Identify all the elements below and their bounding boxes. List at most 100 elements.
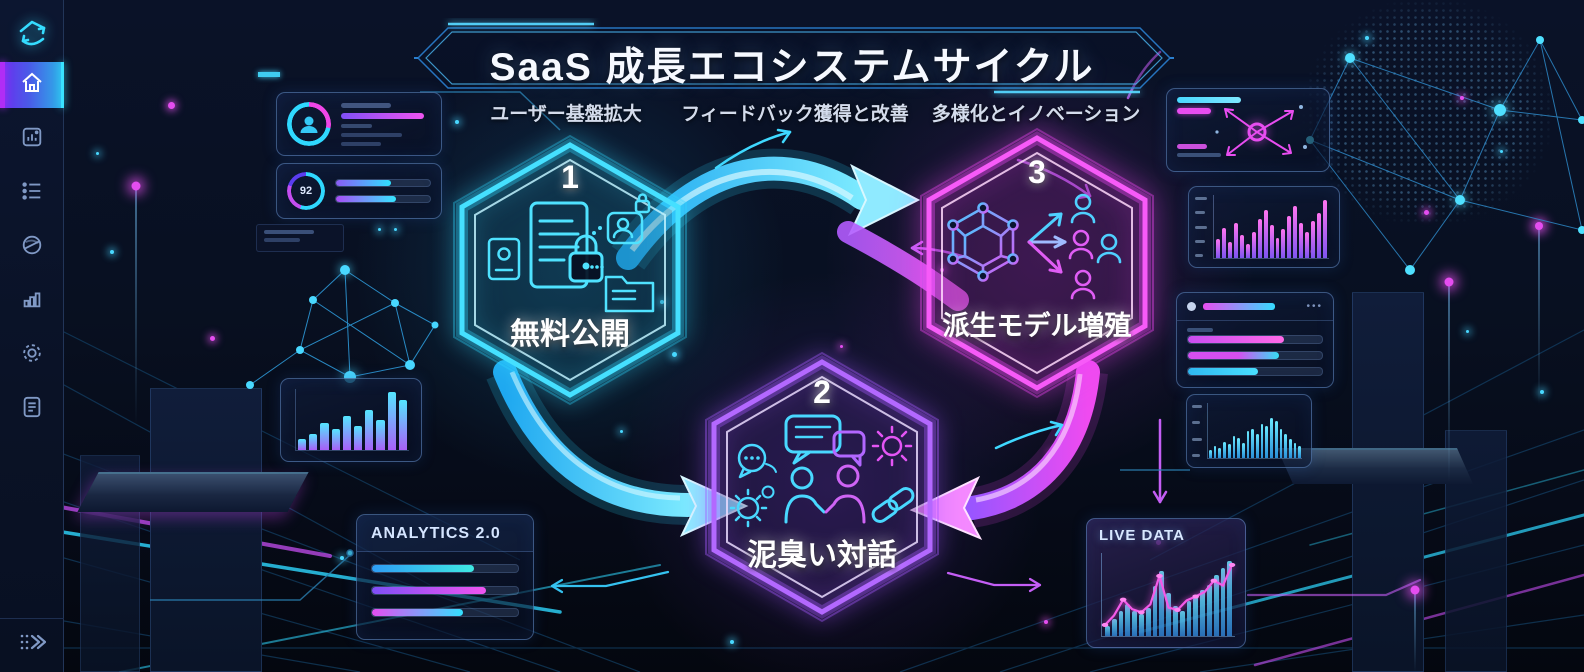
mini-strip-panel: [256, 224, 344, 252]
cycle-node-2: 2: [692, 351, 952, 623]
chart-bar: [365, 409, 374, 450]
sidebar-item-home[interactable]: [0, 62, 64, 108]
live-data-title: LIVE DATA: [1099, 527, 1185, 544]
chart-bar: [1220, 567, 1226, 636]
chart-bar: [1269, 225, 1274, 258]
chart-bar: [1200, 590, 1205, 636]
chart-bar: [1284, 433, 1287, 458]
list-rows: [1177, 321, 1333, 383]
user-icon: [1068, 193, 1122, 300]
sidebar-item-dashboard[interactable]: [0, 116, 64, 162]
chart-bar: [1239, 235, 1244, 258]
gauge-progress-card: 92: [276, 163, 442, 219]
chart-bar: [1145, 607, 1151, 636]
chart-bar: [1298, 445, 1302, 458]
live-data-panel: LIVE DATA: [1086, 518, 1246, 648]
user-frame-lock-icon: [606, 193, 651, 245]
chart-bar: [1257, 218, 1262, 258]
gauge-value: 92: [299, 185, 313, 197]
chart-bar: [1260, 423, 1264, 458]
live-data-line: [1101, 557, 1236, 636]
cyan-bars: [1207, 403, 1302, 459]
node-label: 無料公開: [510, 318, 630, 351]
bar-chart-icon: [20, 287, 44, 316]
gauge-bars: [335, 179, 431, 203]
sidebar-item-documents[interactable]: [0, 386, 64, 432]
id-document-icon: [487, 237, 521, 281]
chart-bar: [354, 425, 363, 450]
hud-accent-dash: [258, 72, 280, 77]
chart-bar: [1251, 231, 1256, 258]
chart-bar: [1299, 222, 1304, 258]
avatar: [287, 102, 331, 146]
gauge: 92: [287, 172, 325, 210]
sidebar-item-list[interactable]: [0, 170, 64, 216]
progress-fill: [336, 196, 397, 202]
chart-bar: [1311, 221, 1316, 258]
sidebar-expand-button[interactable]: [0, 618, 64, 672]
list-item: [1187, 367, 1323, 376]
user-profile-card: [276, 92, 442, 156]
app-logo-icon[interactable]: [12, 14, 52, 54]
growth-bar-chart-panel: [280, 378, 422, 462]
chart-bar: [1293, 206, 1298, 258]
sidebar-item-analytics[interactable]: [0, 278, 64, 324]
progress-fill: [1188, 368, 1258, 375]
chart-bar: [320, 423, 329, 450]
cycle-node-3: 3 派生モデル増殖: [907, 127, 1167, 399]
chart-bar: [1275, 237, 1280, 258]
chart-bar: [1179, 611, 1185, 636]
right-list-panel: •••: [1176, 292, 1334, 388]
document-icon: [20, 395, 44, 424]
chart-bar: [1279, 429, 1283, 458]
chart-bar: [1159, 571, 1165, 636]
stage-caption-1: ユーザー基盤拡大: [490, 104, 642, 125]
progress-fill: [372, 565, 475, 572]
chart-bar: [1232, 436, 1236, 458]
chart-bar: [342, 415, 352, 450]
chart-bar: [1241, 442, 1245, 458]
chart-bar: [1246, 430, 1250, 458]
chart-bar: [1227, 443, 1231, 458]
chart-bar: [376, 419, 385, 450]
analytics-bars: [357, 552, 533, 629]
light-post: [131, 181, 141, 426]
gears-icon: [729, 485, 775, 528]
chart-bar: [1213, 574, 1219, 636]
page-title: SaaS 成長エコシステムサイクル: [489, 46, 1095, 89]
live-data-bars: [1102, 553, 1235, 636]
chart-bar: [1209, 450, 1212, 458]
sidebar-item-network[interactable]: [0, 224, 64, 270]
chart-bar: [387, 392, 396, 450]
y-axis-ticks: [1192, 403, 1202, 459]
cycle-node-1: 1: [440, 134, 700, 406]
handshake-people-icon: [784, 464, 866, 524]
live-data-chart: [1101, 553, 1236, 637]
node-number: 1: [561, 159, 579, 195]
document-lock-icon: [529, 201, 604, 289]
menu-dots-icon[interactable]: •••: [1306, 301, 1323, 312]
chart-bar: [1256, 433, 1259, 458]
chart-bar: [1227, 241, 1232, 258]
chart-bar: [1305, 231, 1310, 258]
cyan-bar-chart-panel: [1186, 394, 1312, 468]
chart-bar: [1227, 561, 1233, 636]
chart-bar: [1288, 439, 1292, 458]
sidebar-nav: [0, 54, 64, 432]
analytics-panel: ANALYTICS 2.0: [356, 514, 534, 640]
network-constellation-left: [246, 265, 439, 389]
chart-bar: [1132, 611, 1137, 636]
chart-bar: [1216, 239, 1220, 258]
chart-bar: [398, 399, 408, 450]
globe-icon: [20, 233, 44, 262]
chart-bar: [1111, 619, 1117, 636]
title-banner-frame: [414, 22, 1174, 94]
y-axis-ticks: [1195, 195, 1207, 259]
sidebar-item-settings[interactable]: [0, 332, 64, 378]
chart-bar: [1118, 611, 1124, 636]
node-number: 3: [1028, 154, 1046, 190]
radar-panel: [1166, 88, 1330, 172]
chart-bar: [1213, 445, 1217, 458]
